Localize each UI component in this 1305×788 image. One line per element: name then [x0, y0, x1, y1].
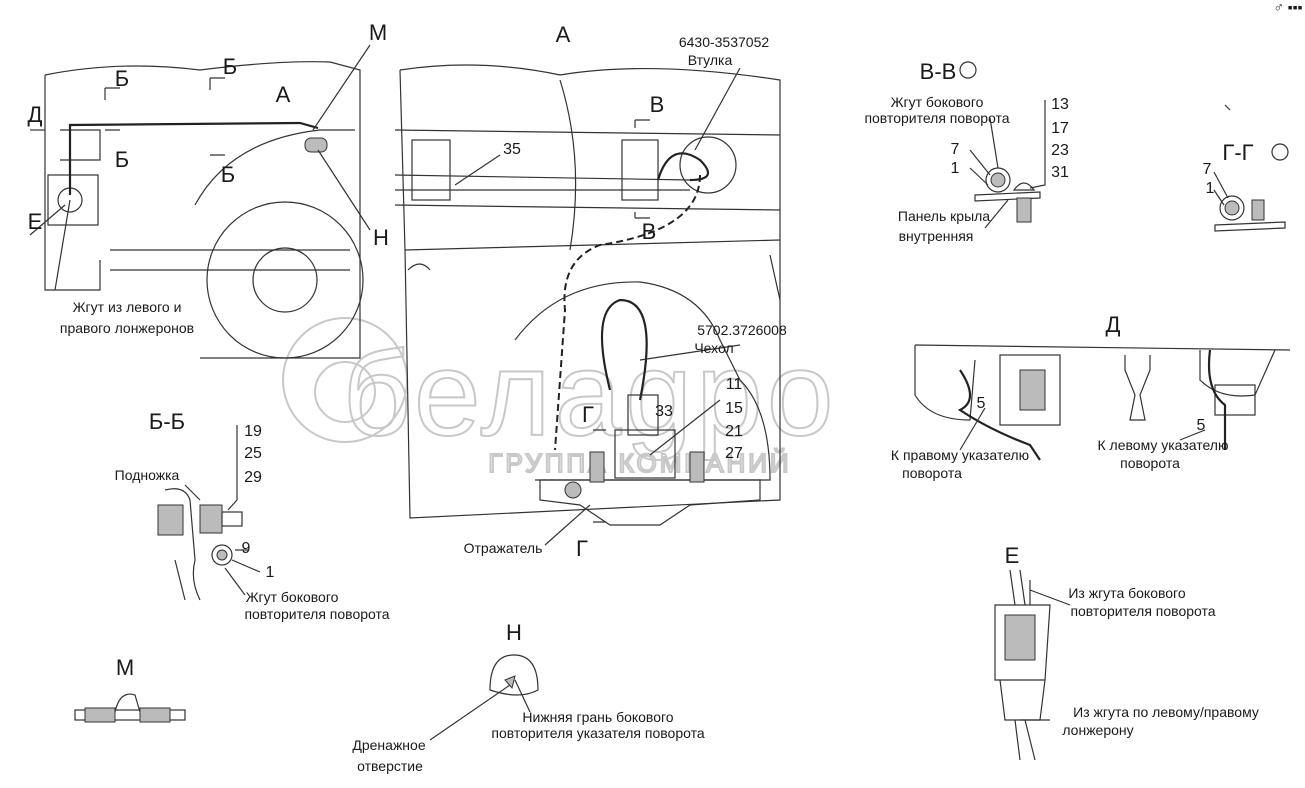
bb-harness-line1: Жгут бокового	[246, 589, 339, 605]
overview-label-b1: Б	[115, 66, 129, 91]
section-gg-title: Г-Г	[1222, 140, 1253, 165]
view-a-title: А	[556, 22, 571, 47]
e-side-line2: повторителя поворота	[1070, 603, 1215, 619]
d-left-line2: поворота	[1120, 455, 1180, 471]
view-h-title: Н	[506, 620, 522, 645]
vv-item-31: 31	[1051, 164, 1069, 181]
svg-text:ГРУППА КОМПАНИЙ: ГРУППА КОМПАНИЙ	[488, 448, 791, 478]
vv-item-13: 13	[1051, 96, 1069, 113]
section-v-bottom: В	[642, 219, 657, 244]
corner-mark: ♂ ▪▪▪	[1273, 0, 1302, 15]
vv-harness-line2: повторителя поворота	[864, 110, 1009, 126]
e-frame-line2: лонжерону	[1062, 722, 1133, 738]
d-right-item-5: 5	[977, 395, 986, 412]
overview-harness-line1: Жгут из левого и	[73, 299, 182, 315]
bb-item-25: 25	[244, 445, 262, 462]
section-bb-drawing	[157, 425, 261, 601]
reflector-label: Отражатель	[464, 540, 543, 556]
view-d-title: Д	[1106, 312, 1121, 337]
bb-item-1: 1	[266, 564, 275, 581]
bb-item-9: 9	[242, 540, 251, 557]
d-left-item-5: 5	[1197, 417, 1206, 434]
item-15: 15	[725, 400, 743, 417]
h-drain-line1: Дренажное	[352, 737, 425, 753]
bb-item-29: 29	[244, 469, 262, 486]
vv-panel-line2: внутренняя	[899, 228, 974, 244]
vv-panel-line1: Панель крыла	[898, 208, 990, 224]
section-bb-title: Б-Б	[149, 409, 185, 434]
overview-label-b2: Б	[223, 54, 237, 79]
vv-item-23: 23	[1051, 142, 1069, 159]
section-vv-drawing	[959, 61, 1046, 229]
overview-label-m: М	[369, 20, 387, 45]
overview-harness-line2: правого лонжеронов	[60, 320, 194, 336]
section-v-top: В	[650, 92, 665, 117]
item-35: 35	[503, 141, 521, 158]
gg-item-1: 1	[1206, 180, 1215, 197]
view-e-title: Е	[1005, 543, 1020, 568]
bushing-part-number: 6430-3537052	[679, 34, 770, 50]
vv-harness-line1: Жгут бокового	[891, 94, 984, 110]
h-edge-line2: повторителя указателя поворота	[491, 725, 704, 741]
vv-item-17: 17	[1051, 120, 1069, 137]
vv-item-7: 7	[951, 141, 960, 158]
item-11: 11	[726, 376, 743, 393]
bb-item-19: 19	[244, 423, 262, 440]
view-m-title: М	[116, 655, 134, 680]
step-label: Подножка	[115, 467, 180, 483]
section-g-top: Г	[582, 402, 594, 427]
bushing-name: Втулка	[688, 52, 733, 68]
svg-text:белаgро: белаgро	[342, 327, 837, 461]
gg-item-7: 7	[1203, 161, 1212, 178]
bb-harness-line2: повторителя поворота	[244, 606, 389, 622]
watermark-logo: белаgро ГРУППА КОМПАНИЙ	[282, 317, 837, 479]
vv-item-1: 1	[951, 160, 960, 177]
item-27: 27	[725, 445, 743, 462]
section-gg-drawing	[1213, 104, 1289, 232]
overview-label-d: Д	[28, 102, 43, 127]
overview-label-b3: Б	[115, 147, 129, 172]
overview-label-b4: Б	[221, 162, 235, 187]
h-edge-line1: Нижняя грань бокового	[522, 709, 673, 725]
view-h-drawing	[429, 654, 539, 741]
view-m-drawing	[74, 693, 186, 723]
d-right-line1: К правому указателю	[891, 447, 1029, 463]
d-left-line1: К левому указателю	[1098, 437, 1229, 453]
cover-name: Чехол	[694, 340, 733, 356]
overview-label-e: Е	[28, 209, 43, 234]
h-drain-line2: отверстие	[357, 758, 423, 774]
section-g-bottom: Г	[576, 536, 588, 561]
truck-overview	[29, 44, 371, 359]
item-33: 33	[655, 403, 673, 420]
e-side-line1: Из жгута бокового	[1068, 585, 1186, 601]
view-a-drawing	[394, 64, 781, 546]
d-right-line2: поворота	[902, 465, 962, 481]
view-e-drawing	[994, 569, 1071, 761]
overview-label-h: Н	[373, 225, 389, 250]
item-21: 21	[725, 423, 743, 440]
section-vv-title: В-В	[920, 59, 957, 84]
cover-part-number: 5702.3726008	[697, 322, 787, 338]
overview-label-a: А	[276, 82, 291, 107]
view-d-drawing	[914, 344, 1291, 461]
e-frame-line1: Из жгута по левому/правому	[1073, 704, 1259, 720]
